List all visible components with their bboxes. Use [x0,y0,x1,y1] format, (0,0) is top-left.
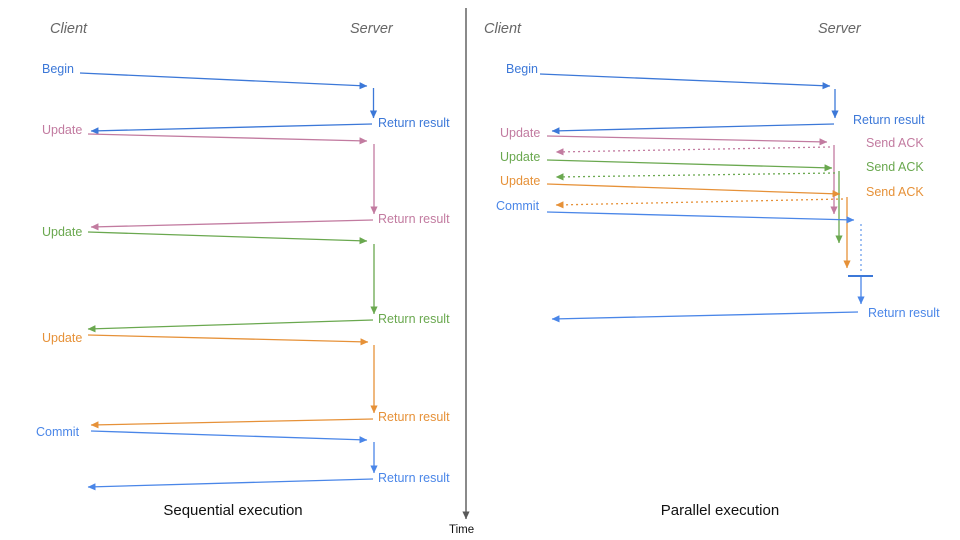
parallel-commit-arrows [546,211,873,323]
sequential-server-header: Server [350,21,393,37]
seq-return-result-begin: Return result [378,116,450,130]
seq-return-result-update3: Return result [378,410,450,424]
time-axis-label: Time [449,524,475,536]
seq-op-begin-label: Begin [42,62,74,76]
parallel-begin-arrows [539,73,839,135]
sequential-update1-arrows [87,133,378,231]
parallel-client-header: Client [484,21,522,37]
seq-op-commit-label: Commit [36,425,80,439]
sequential-commit-arrows [87,430,378,491]
seq-return-result-update1: Return result [378,212,450,226]
par-send-ack-update3: Send ACK [866,185,924,199]
parallel-update2-arrows [546,159,843,244]
parallel-update1-arrows [546,135,838,215]
sequential-begin-arrows [79,72,378,135]
par-return-result-commit: Return result [868,306,940,320]
parallel-panel-title: Parallel execution [660,502,780,519]
par-send-ack-update2: Send ACK [866,160,924,174]
seq-op-update1-label: Update [42,123,83,137]
parallel-update3-arrows [546,183,851,269]
par-send-ack-update1: Send ACK [866,136,924,150]
par-op-begin-label: Begin [506,62,538,76]
par-op-commit-label: Commit [496,199,540,213]
sequential-client-header: Client [50,21,88,37]
par-return-result-begin: Return result [853,113,925,127]
sequential-update2-arrows [87,231,378,333]
par-op-update3-label: Update [500,174,541,188]
seq-op-update2-label: Update [42,225,83,239]
sequential-update3-arrows [87,334,378,429]
par-op-update2-label: Update [500,150,541,164]
par-op-update1-label: Update [500,126,541,140]
seq-return-result-commit: Return result [378,471,450,485]
parallel-server-header: Server [818,21,861,37]
sequential-panel-title: Sequential execution [163,502,303,519]
seq-op-update3-label: Update [42,331,83,345]
seq-return-result-update2: Return result [378,312,450,326]
